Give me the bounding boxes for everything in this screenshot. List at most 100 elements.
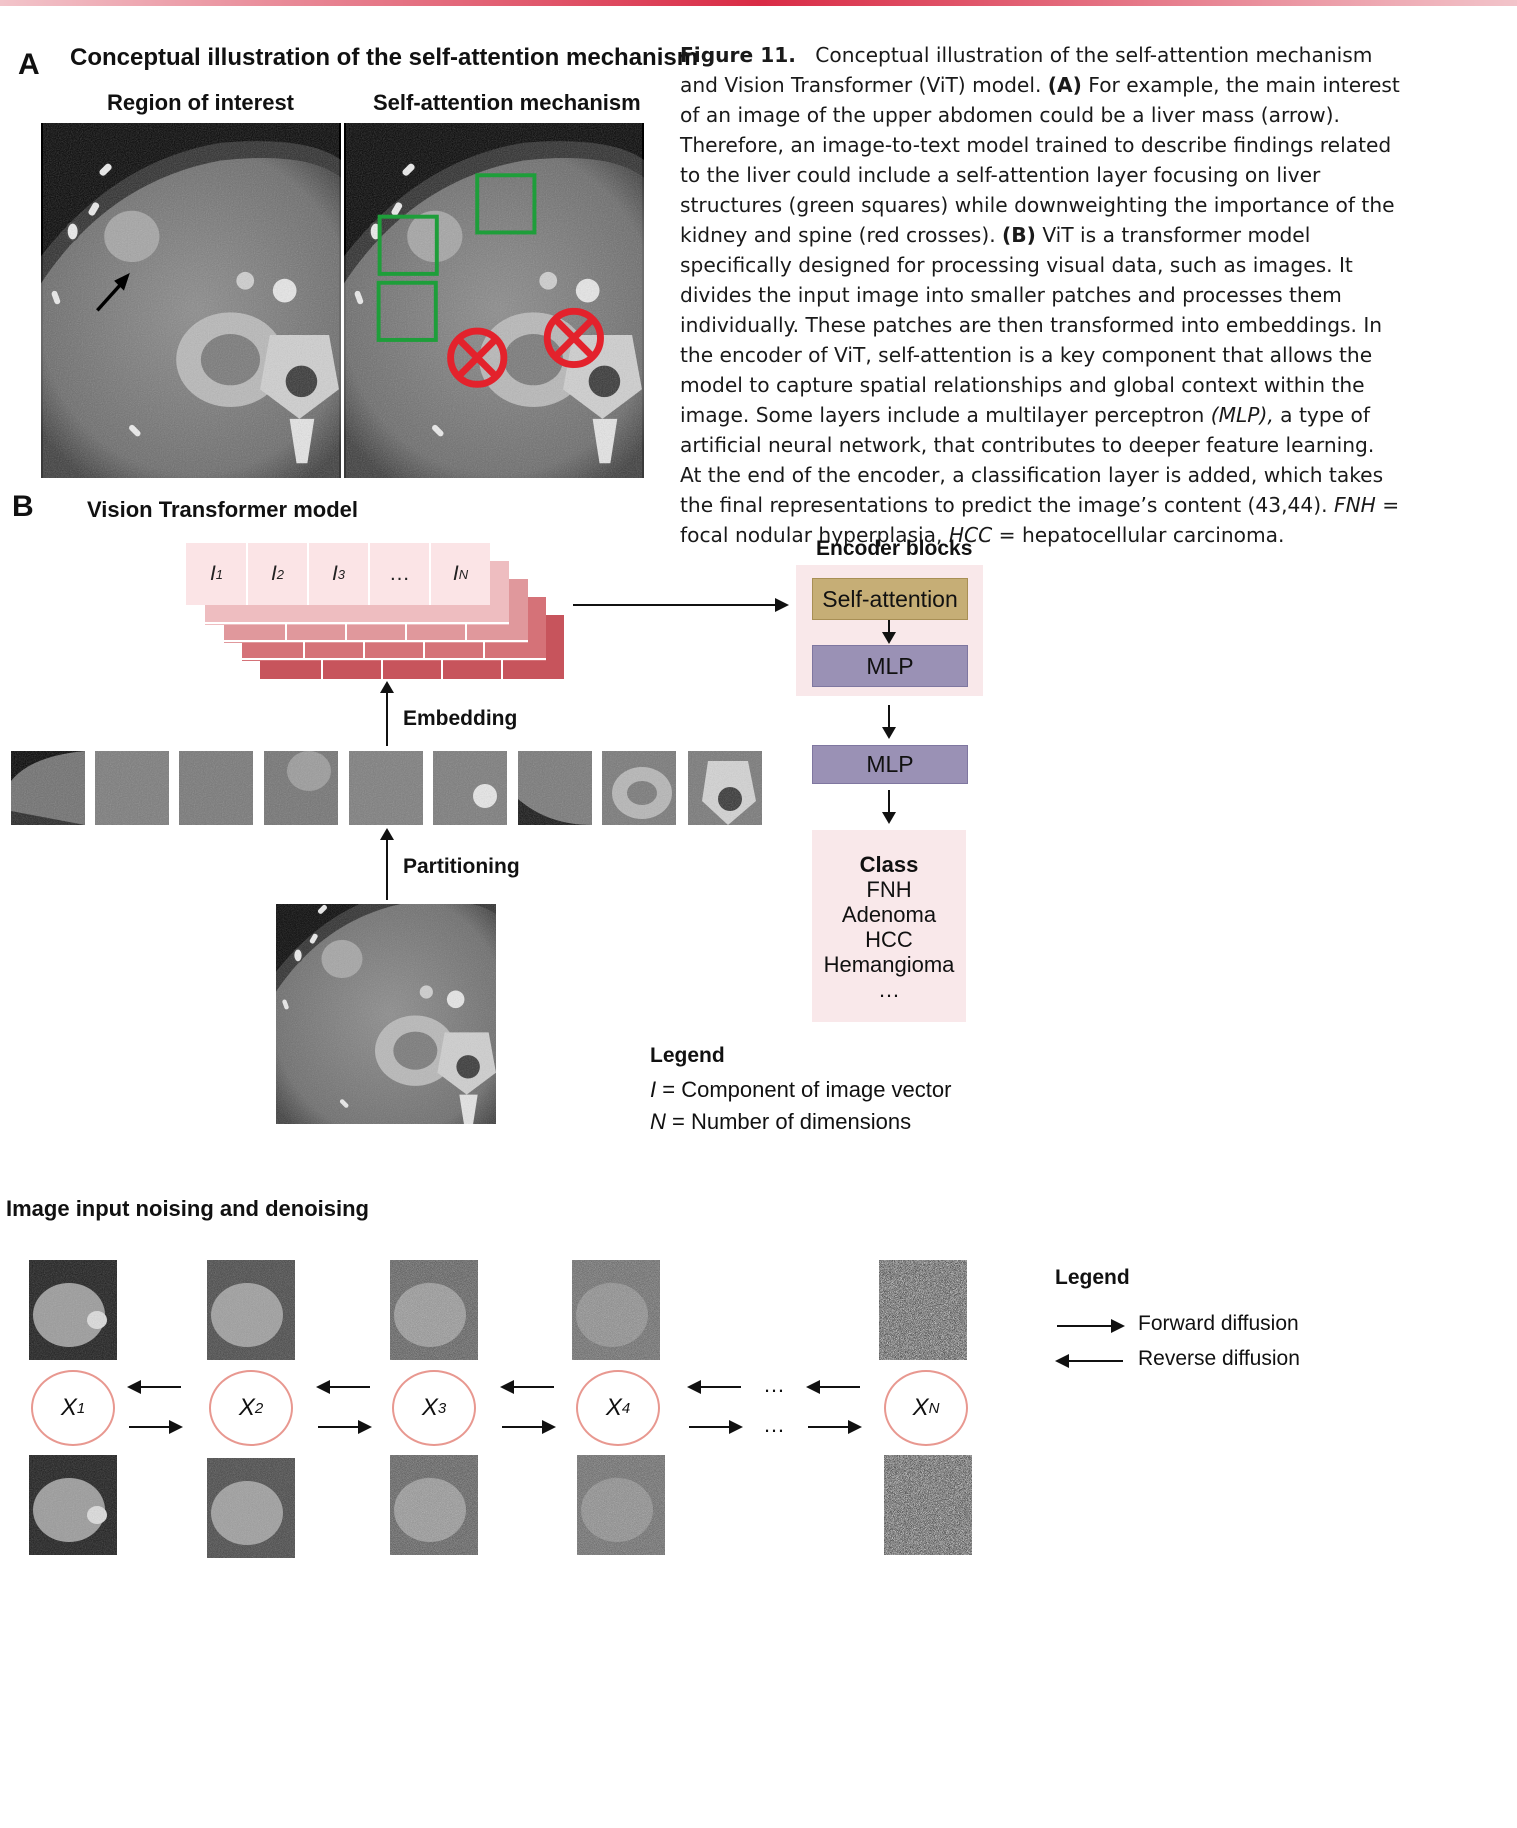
caption-b-tag: (B) xyxy=(1002,223,1036,247)
mri-xn-top xyxy=(879,1260,967,1360)
legend-forward-label: Forward diffusion xyxy=(1138,1312,1299,1335)
class-box: Class FNH Adenoma HCC Hemangioma … xyxy=(812,830,966,1022)
caption-hcc-abbr: HCC xyxy=(948,523,993,547)
mri-x2-top xyxy=(207,1260,295,1360)
self-attention-label: Self-attention mechanism xyxy=(373,90,641,115)
reverse-arrow-1 xyxy=(127,1380,181,1394)
panel-c-title: Image input noising and denoising xyxy=(6,1196,369,1221)
ellipsis-bottom: … xyxy=(763,1412,787,1437)
mlp-block-2: MLP xyxy=(812,745,968,784)
patch-1 xyxy=(11,751,85,825)
legend-reverse-arrow xyxy=(1055,1354,1123,1368)
figure-caption: Figure 11. Conceptual illustration of th… xyxy=(680,40,1400,550)
forward-arrow-5 xyxy=(808,1420,862,1434)
panel-b-letter: B xyxy=(12,490,34,523)
arrow-partitioning xyxy=(380,828,394,900)
arrow-to-encoder xyxy=(573,598,789,612)
reverse-arrow-3 xyxy=(500,1380,554,1394)
mri-xn-bottom xyxy=(884,1455,972,1555)
mri-x1-bottom xyxy=(29,1455,117,1555)
caption-mlp-abbr: (MLP), xyxy=(1210,403,1274,427)
partitioning-label: Partitioning xyxy=(403,855,520,878)
diffusion-bottom-row xyxy=(0,1450,1000,1565)
caption-text-3: ViT is a transformer model specifically … xyxy=(680,223,1383,427)
caption-label: Figure 11. xyxy=(680,43,796,67)
arrow-encoder-to-mlp xyxy=(882,705,896,739)
forward-arrow-2 xyxy=(318,1420,372,1434)
mri-x3-top xyxy=(390,1260,478,1360)
encoder-title: Encoder blocks xyxy=(816,537,973,560)
caption-fnh-abbr: FNH xyxy=(1333,493,1376,517)
panel-b-title: Vision Transformer model xyxy=(87,497,359,522)
panel-b-legend-title: Legend xyxy=(650,1044,725,1067)
arrow-mlp-to-class xyxy=(882,790,896,824)
patch-8 xyxy=(602,751,676,825)
legend-n-symbol: N xyxy=(650,1109,666,1134)
class-hcc: HCC xyxy=(865,927,913,952)
class-hemangioma: Hemangioma xyxy=(823,952,955,977)
caption-text-1: Conceptual illustration of the self-atte… xyxy=(680,43,1373,97)
embedding-label: Embedding xyxy=(403,707,518,730)
caption-text-4: a type of artificial neural network, tha… xyxy=(680,403,1384,517)
patch-4 xyxy=(264,751,338,825)
reverse-arrow-4 xyxy=(687,1380,741,1394)
ellipsis-top: … xyxy=(763,1372,787,1397)
mri-x3-bottom xyxy=(390,1455,478,1555)
panel-a-title: Conceptual illustration of the self-atte… xyxy=(70,44,699,71)
red-cross-icon xyxy=(447,307,604,388)
diffusion-top-row xyxy=(0,1255,1000,1365)
patch-images xyxy=(11,751,762,825)
patch-2 xyxy=(95,751,169,825)
legend-i-symbol: I xyxy=(650,1077,657,1102)
token-layer-front xyxy=(186,543,490,605)
top-accent-bar xyxy=(0,0,1517,6)
token-ellipsis: … xyxy=(389,562,410,585)
mri-x4-top xyxy=(572,1260,660,1360)
ct-image-self-attention xyxy=(344,123,644,478)
patch-5 xyxy=(349,751,423,825)
forward-arrow-3 xyxy=(502,1420,556,1434)
diffusion-bottom-images xyxy=(29,1455,972,1558)
panel-c-legend-title: Legend xyxy=(1055,1266,1130,1289)
mlp-block-1: MLP xyxy=(812,645,968,687)
caption-a-tag: (A) xyxy=(1047,73,1082,97)
patch-3 xyxy=(179,751,253,825)
forward-arrow-4 xyxy=(689,1420,743,1434)
arrow-icon xyxy=(96,272,130,312)
mri-x2-bottom xyxy=(207,1458,295,1558)
patch-6 xyxy=(433,751,507,825)
class-adenoma: Adenoma xyxy=(841,902,937,927)
reverse-arrow-2 xyxy=(316,1380,370,1394)
token-grid-lines xyxy=(205,543,546,679)
arrow-embedding xyxy=(380,681,394,746)
green-attention-box xyxy=(376,173,537,342)
ct-input-image xyxy=(276,904,496,1124)
forward-arrow-1 xyxy=(129,1420,183,1434)
legend-forward-arrow xyxy=(1057,1319,1125,1333)
class-ellipsis: … xyxy=(878,977,900,1002)
region-of-interest-label: Region of interest xyxy=(107,90,295,115)
mri-x4-bottom xyxy=(577,1455,665,1555)
patch-7 xyxy=(518,751,592,825)
panel-a-letter: A xyxy=(18,48,40,81)
mri-x1-top xyxy=(29,1260,117,1360)
class-title: Class xyxy=(859,852,919,877)
image-patches-row xyxy=(11,751,771,827)
legend-n-entry: N = Number of dimensions xyxy=(650,1109,912,1134)
self-attention-block: Self-attention xyxy=(812,578,968,620)
legend-i-entry: I = Component of image vector xyxy=(650,1077,952,1102)
arrow-sa-to-mlp xyxy=(882,620,896,644)
patch-9 xyxy=(688,751,762,825)
reverse-arrow-5 xyxy=(806,1380,860,1394)
legend-reverse-label: Reverse diffusion xyxy=(1138,1347,1300,1370)
